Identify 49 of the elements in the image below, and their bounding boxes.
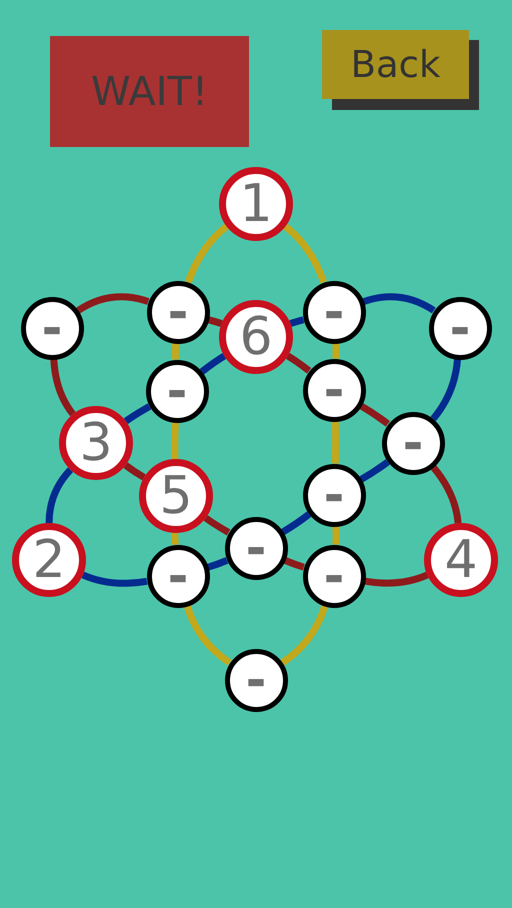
connector-line bbox=[82, 572, 148, 587]
connector-line bbox=[171, 532, 179, 545]
dash-circle: - bbox=[224, 516, 288, 580]
dash-circle: - bbox=[302, 358, 366, 422]
connector-line bbox=[76, 293, 150, 314]
connector-line bbox=[171, 422, 179, 460]
dash-circle: - bbox=[146, 280, 210, 344]
connector-line bbox=[204, 515, 230, 536]
connector-line bbox=[283, 224, 327, 284]
connector-line bbox=[172, 343, 180, 360]
connector-line bbox=[208, 316, 223, 327]
connector-line bbox=[185, 224, 229, 284]
connector-line bbox=[284, 557, 305, 571]
connector-line bbox=[430, 359, 461, 422]
dash-circle: - bbox=[146, 360, 208, 422]
connector-line bbox=[359, 402, 390, 427]
connector-line bbox=[124, 462, 146, 480]
connector-line bbox=[50, 359, 76, 416]
number-circle: 5 bbox=[139, 459, 213, 533]
dash-circle: - bbox=[302, 280, 366, 344]
connector-line bbox=[46, 467, 73, 524]
connector-line bbox=[430, 464, 462, 524]
dash-circle: - bbox=[224, 648, 288, 712]
connector-line bbox=[362, 293, 436, 314]
dash-circle: - bbox=[302, 544, 366, 608]
connector-line bbox=[184, 604, 232, 666]
connector-line bbox=[332, 526, 340, 545]
connector-line bbox=[332, 421, 340, 464]
connector-line bbox=[360, 459, 390, 482]
status-panel: WAIT! bbox=[50, 36, 249, 147]
connector-line bbox=[200, 353, 226, 374]
connector-line bbox=[280, 604, 328, 666]
number-circle: 3 bbox=[59, 406, 133, 480]
connector-line bbox=[364, 572, 429, 587]
number-circle: 1 bbox=[219, 167, 293, 241]
connector-line bbox=[286, 352, 312, 374]
dash-circle: - bbox=[302, 464, 366, 526]
connector-line bbox=[332, 343, 340, 359]
dash-circle: - bbox=[428, 296, 492, 360]
number-circle: 6 bbox=[219, 300, 293, 374]
dash-circle: - bbox=[382, 412, 444, 474]
connector-line bbox=[124, 403, 152, 424]
number-circle: 4 bbox=[424, 523, 498, 597]
dash-circle: - bbox=[146, 544, 210, 608]
dash-circle: - bbox=[20, 296, 84, 360]
number-circle: 2 bbox=[12, 523, 86, 597]
connector-line bbox=[289, 316, 304, 327]
connector-line bbox=[207, 557, 228, 571]
connector-line bbox=[281, 511, 312, 535]
